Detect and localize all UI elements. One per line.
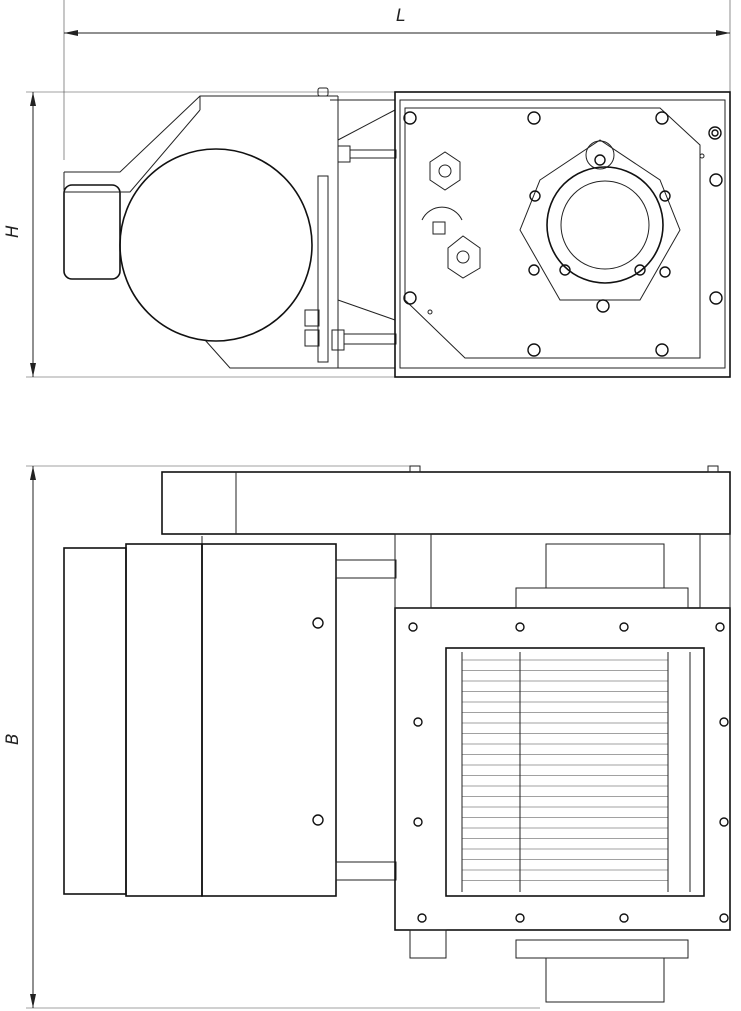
height-label: H (3, 225, 23, 238)
dimension-h: H (3, 91, 400, 378)
dimension-b: B (3, 465, 540, 1009)
width-label: B (3, 733, 23, 745)
cutting-blades (461, 652, 691, 892)
top-view (63, 465, 731, 1003)
length-label: L (396, 6, 405, 26)
dimension-l: L (63, 0, 731, 160)
front-view (63, 87, 731, 378)
